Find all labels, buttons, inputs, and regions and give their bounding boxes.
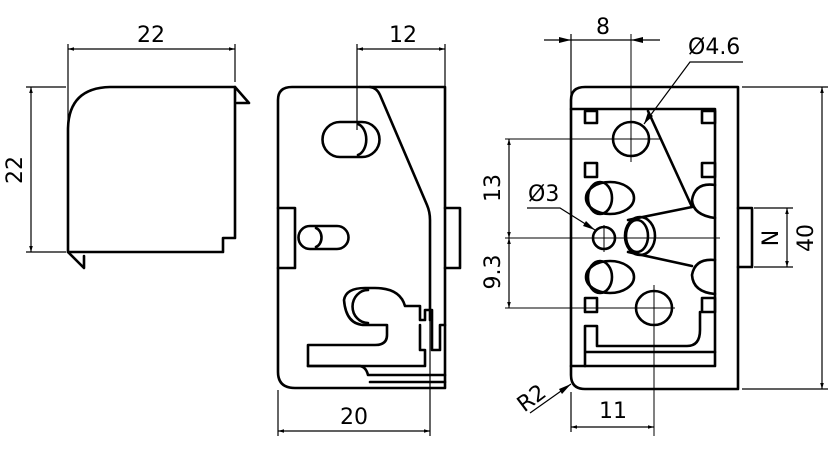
side-height-label: 22 [3,156,28,184]
front-view-diagonal-rib [368,85,432,322]
dia-4-6-leader [643,61,743,125]
top-view-outer-outline [569,85,740,391]
front-view-outline [276,85,447,390]
dim-9-3-label: 9.3 [481,255,506,290]
side-view-top-clip [233,85,251,105]
top-view-bottom-channel [583,310,717,368]
front-view-right-tab [443,206,462,270]
top-view-bosses [584,180,717,296]
top-view-small-squares [583,109,717,314]
side-view-bottom-clip [66,250,86,270]
front-view-left-tab [276,206,297,270]
dim-n-label: N [759,230,784,246]
dim-40-label: 40 [794,224,819,252]
front-view-lower-mechanism [306,286,447,368]
front-view-lower-hole [351,288,370,325]
front-view: 12 20 [276,23,462,436]
side-width-label: 22 [137,23,165,48]
dia-4-6-label: Ø4.6 [688,35,740,60]
dim-13-label: 13 [481,174,506,202]
dia-3-label: Ø3 [528,182,559,207]
front-view-upper-slot [321,120,381,159]
front-view-middle-slot [297,224,350,251]
front-20-label: 20 [340,405,368,430]
side-view: 22 22 [3,23,251,270]
r2-label: R2 [513,380,551,418]
front-12-label: 12 [389,23,417,48]
top-view: 8 Ø4.6 13 Ø3 9.3 N 40 R2 11 [481,15,828,436]
dim-8-label: 8 [596,15,610,40]
top-view-right-tab [736,206,754,269]
side-view-outline [66,85,237,254]
dim-11-label: 11 [599,399,627,424]
front-view-bottom-channel [306,364,447,384]
top-view-diagonal [646,109,694,209]
dia-3-leader [527,207,596,231]
